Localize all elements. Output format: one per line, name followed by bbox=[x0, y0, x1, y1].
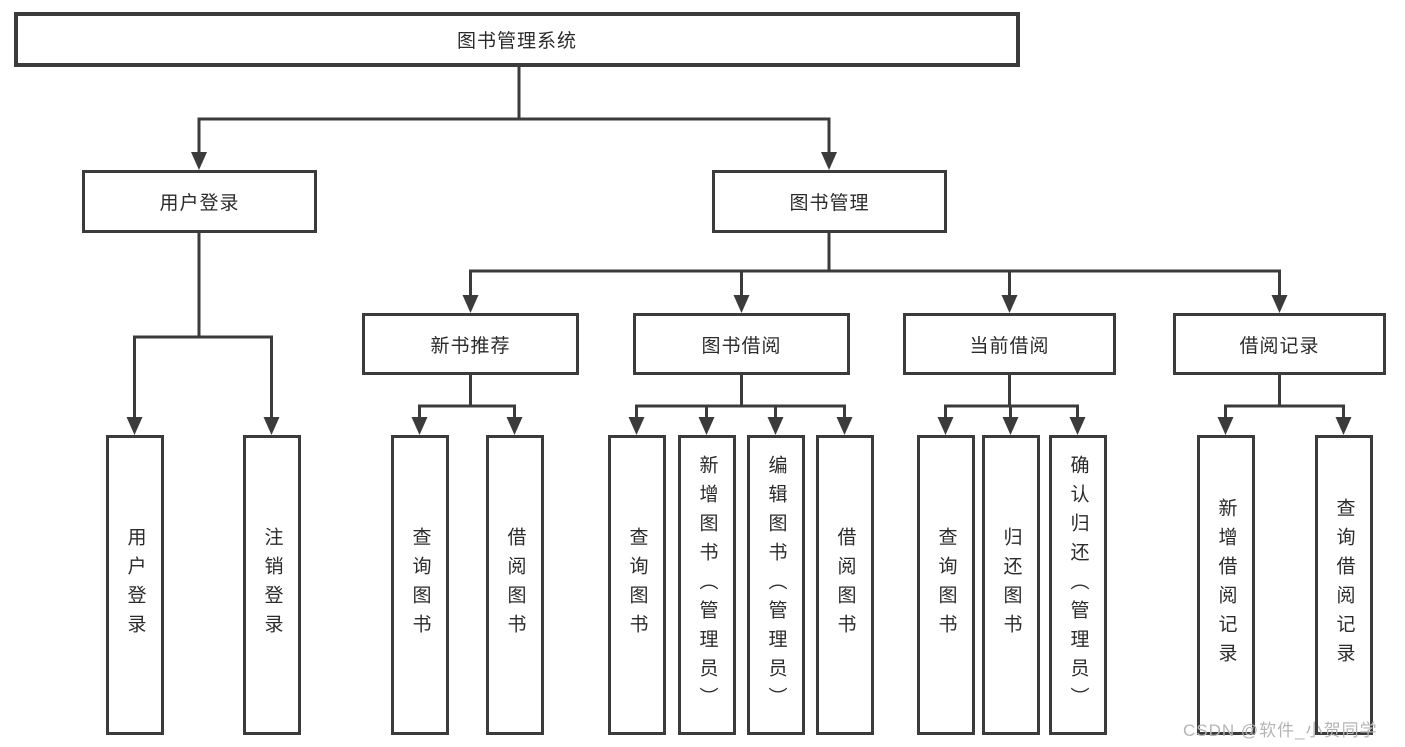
node-book-management: 图书管理 bbox=[712, 170, 947, 233]
connector-root-to-level2 bbox=[191, 66, 837, 170]
leaf-label: 查询借阅记录 bbox=[1333, 498, 1355, 672]
node-new-book-recommend-label: 新书推荐 bbox=[430, 335, 511, 357]
node-leaf-query-books-recommend: 查询图书 bbox=[391, 435, 449, 735]
leaf-label: 编辑图书（管理员） bbox=[765, 454, 787, 716]
node-leaf-return-book: 归还图书 bbox=[982, 435, 1040, 735]
leaf-label: 借阅图书 bbox=[504, 527, 526, 643]
leaf-label: 确认归还（管理员） bbox=[1067, 454, 1089, 716]
csdn-watermark: CSDN @软件_小贺同学 bbox=[1183, 721, 1378, 740]
node-user-login: 用户登录 bbox=[82, 170, 317, 233]
connector-new-book-recommend-branch bbox=[411, 375, 523, 435]
node-borrow-records-label: 借阅记录 bbox=[1239, 335, 1320, 357]
node-leaf-borrow-books: 借阅图书 bbox=[816, 435, 874, 735]
leaf-label: 用户登录 bbox=[124, 527, 146, 643]
connector-current-borrow-branch bbox=[937, 375, 1086, 435]
node-leaf-query-borrow-record: 查询借阅记录 bbox=[1315, 435, 1373, 735]
node-leaf-query-books-current: 查询图书 bbox=[917, 435, 975, 735]
node-current-borrow: 当前借阅 bbox=[903, 313, 1116, 375]
node-leaf-query-books-borrow: 查询图书 bbox=[608, 435, 666, 735]
leaf-label: 查询图书 bbox=[626, 527, 648, 643]
connector-book-management-to-level3 bbox=[462, 233, 1288, 313]
node-leaf-add-book-admin: 新增图书（管理员） bbox=[678, 435, 736, 735]
leaf-label: 查询图书 bbox=[409, 527, 431, 643]
node-leaf-borrow-books-recommend: 借阅图书 bbox=[486, 435, 544, 735]
leaf-label: 借阅图书 bbox=[834, 527, 856, 643]
node-leaf-user-login: 用户登录 bbox=[106, 435, 164, 735]
node-book-borrow: 图书借阅 bbox=[633, 313, 850, 375]
connector-borrow-records-branch bbox=[1217, 375, 1352, 435]
leaf-label: 查询图书 bbox=[935, 527, 957, 643]
leaf-label: 新增借阅记录 bbox=[1215, 498, 1237, 672]
node-user-login-label: 用户登录 bbox=[159, 193, 240, 214]
node-current-borrow-label: 当前借阅 bbox=[969, 335, 1050, 357]
node-book-borrow-label: 图书借阅 bbox=[701, 335, 782, 357]
node-borrow-records: 借阅记录 bbox=[1173, 313, 1386, 375]
leaf-label: 新增图书（管理员） bbox=[696, 454, 718, 716]
node-leaf-confirm-return-admin: 确认归还（管理员） bbox=[1049, 435, 1107, 735]
leaf-label: 归还图书 bbox=[1000, 527, 1022, 643]
node-leaf-logout: 注销登录 bbox=[243, 435, 301, 735]
node-leaf-edit-book-admin: 编辑图书（管理员） bbox=[747, 435, 805, 735]
node-new-book-recommend: 新书推荐 bbox=[362, 313, 579, 375]
connector-user-login-branch bbox=[126, 233, 280, 435]
node-root-label: 图书管理系统 bbox=[456, 31, 577, 52]
leaf-label: 注销登录 bbox=[261, 527, 283, 643]
node-leaf-add-borrow-record: 新增借阅记录 bbox=[1197, 435, 1255, 735]
node-root: 图书管理系统 bbox=[14, 12, 1020, 67]
node-book-management-label: 图书管理 bbox=[789, 193, 870, 214]
connector-book-borrow-branch bbox=[628, 375, 853, 435]
